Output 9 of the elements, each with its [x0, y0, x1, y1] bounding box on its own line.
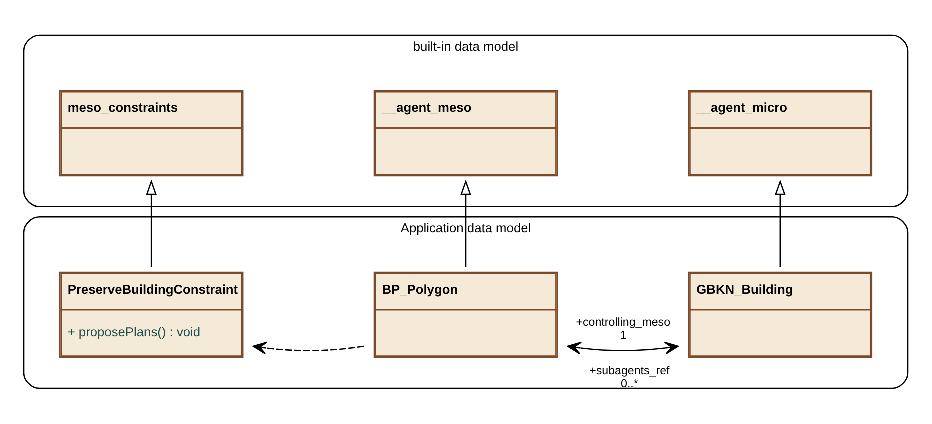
- label: +subagents_ref: [590, 365, 670, 378]
- arrow: [460, 180, 472, 268]
- arrow: [146, 180, 157, 268]
- label: 1: [620, 330, 627, 342]
- label: +controlling_meso: [576, 316, 671, 329]
- arrow: [567, 342, 679, 355]
- label: 0..*: [621, 378, 638, 390]
- arrow: [252, 342, 364, 355]
- arrow: [775, 180, 786, 268]
